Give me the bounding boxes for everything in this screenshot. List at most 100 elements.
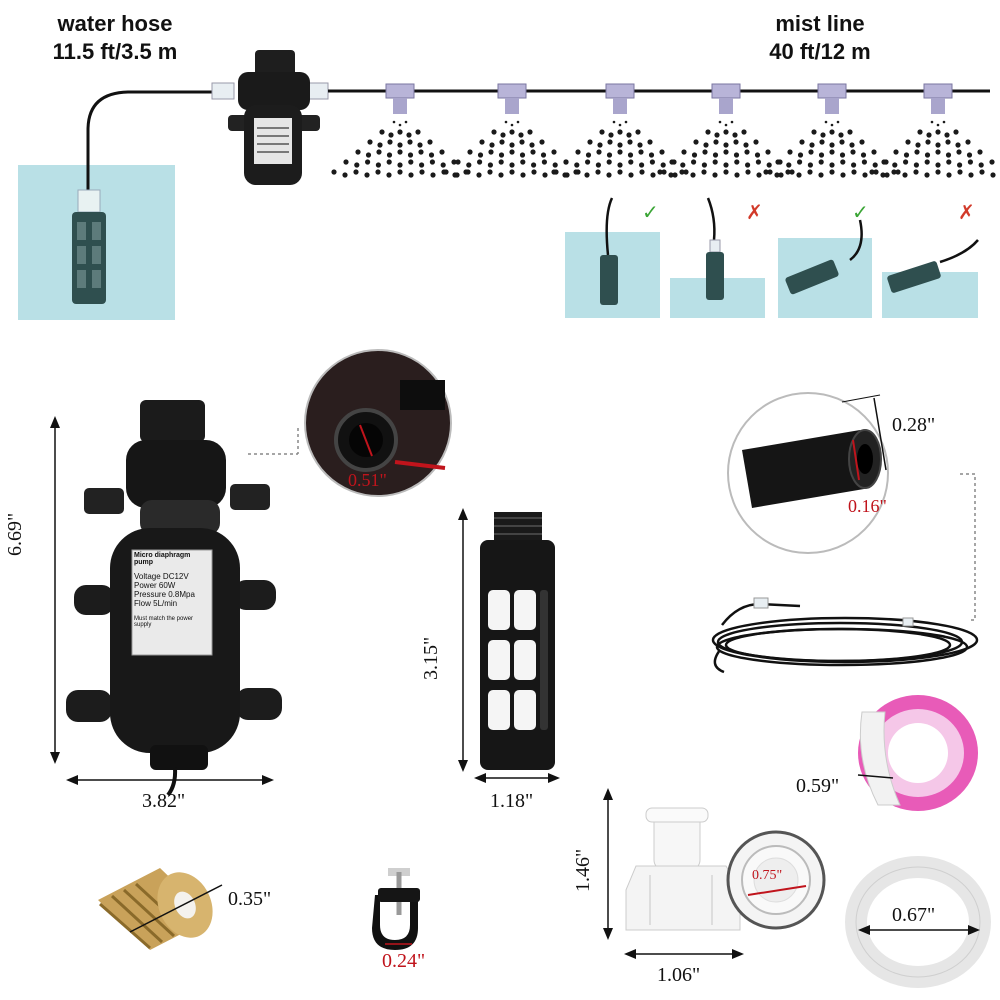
mist-drop [509,162,515,168]
mist-drop [840,159,846,165]
mist-drop [977,149,983,155]
pump-height-dim: 6.69" [4,512,26,556]
mist-drop [712,172,718,178]
mist-drop [807,169,813,175]
mist-drop [657,169,663,175]
mist-drop [519,152,526,158]
mist-drop [861,159,868,165]
mist-drop [903,159,909,165]
mist-drop [509,149,515,155]
mist-drop [531,169,537,175]
mist-drop [767,169,773,175]
mist-nozzle-icon [497,83,527,114]
mist-drop [829,149,835,155]
mist-drop [849,142,855,148]
mist-drop [712,159,718,165]
mist-drop [869,169,875,175]
mist-drop [884,172,890,178]
hose-title-line1: water hose [57,11,173,36]
mist-drop [669,159,675,165]
mist-drop [917,129,923,135]
mist-drop [585,152,592,158]
mist-drop [892,162,898,168]
mist-drop [499,139,505,145]
mist-drop [551,169,557,175]
nozzle-dim: 0.35" [228,888,272,910]
mist-drop [626,132,632,138]
mist-drop [778,172,784,178]
mist-drop [935,142,941,148]
filter-height-dim: 3.15" [420,636,442,680]
mist-drop [691,159,697,165]
mist-drop [830,123,834,127]
mist-drop [953,129,959,135]
mist-drop [820,132,826,138]
mist-drop [679,169,685,175]
mist-drop [681,149,687,155]
mist-spray [331,120,996,178]
mist-drop [343,159,349,165]
mist-drop [649,159,656,165]
water-hose [86,90,232,215]
mist-drop [628,159,634,165]
mist-drop [730,120,734,124]
mist-drop [487,169,493,175]
mist-drop [957,169,963,175]
mist-drop [893,149,899,155]
mist-drop [596,149,602,155]
mist-drop [639,169,645,175]
mist-drop [585,159,591,165]
mist-drop [562,172,568,178]
mist-drop [477,159,483,165]
mist-drop [647,139,653,145]
mist-drop [617,129,623,135]
pump-label-pressure: Pressure 0.8Mpa [134,590,195,599]
mist-drop [606,172,612,178]
mist-drop [753,139,759,145]
mist-drop [379,129,385,135]
mist-drop [479,139,485,145]
mist-drop [723,169,729,175]
tube-coil-icon [711,602,979,674]
mist-drop [733,139,739,145]
install-examples [565,197,979,318]
mist-drop [467,149,473,155]
mist-drop [714,132,720,138]
mist-drop [955,142,961,148]
mist-drop [476,172,482,178]
pump-icon [66,400,282,797]
mist-drop [443,169,449,175]
mist-drop [829,129,835,135]
tube-outer-dim: 0.28" [892,414,936,436]
cross-mark-4: ✗ [958,200,975,224]
mist-drop [766,162,772,168]
mist-drop [608,132,614,138]
mist-drop [375,162,381,168]
mist-drop [509,142,515,148]
filter-icon [480,512,555,770]
mist-drop [628,172,634,178]
mist-drop [965,139,971,145]
mist-drop [660,162,666,168]
mist-drop [354,162,360,168]
mist-drop [936,123,940,127]
hose-title-line2: 11.5 ft/3.5 m [52,39,178,64]
mist-drop [712,152,719,158]
mist-drop [668,172,674,178]
adapter-width-dim: 1.06" [657,964,701,986]
mist-drop [331,169,337,175]
mist-drop [527,129,533,135]
mist-drop [880,172,886,178]
mist-drop [397,162,403,168]
mist-drop [465,169,471,175]
mist-drop [925,139,931,145]
mist-drop [661,169,667,175]
mist-drop [584,172,590,178]
mist-title: mist line 40 ft/12 m [720,10,920,66]
mist-drop [529,142,535,148]
mist-drop [895,169,901,175]
mist-drop [840,172,846,178]
mist-drop [587,139,593,145]
mist-drop [785,169,791,175]
tape-width-dim: 0.59" [796,775,840,797]
